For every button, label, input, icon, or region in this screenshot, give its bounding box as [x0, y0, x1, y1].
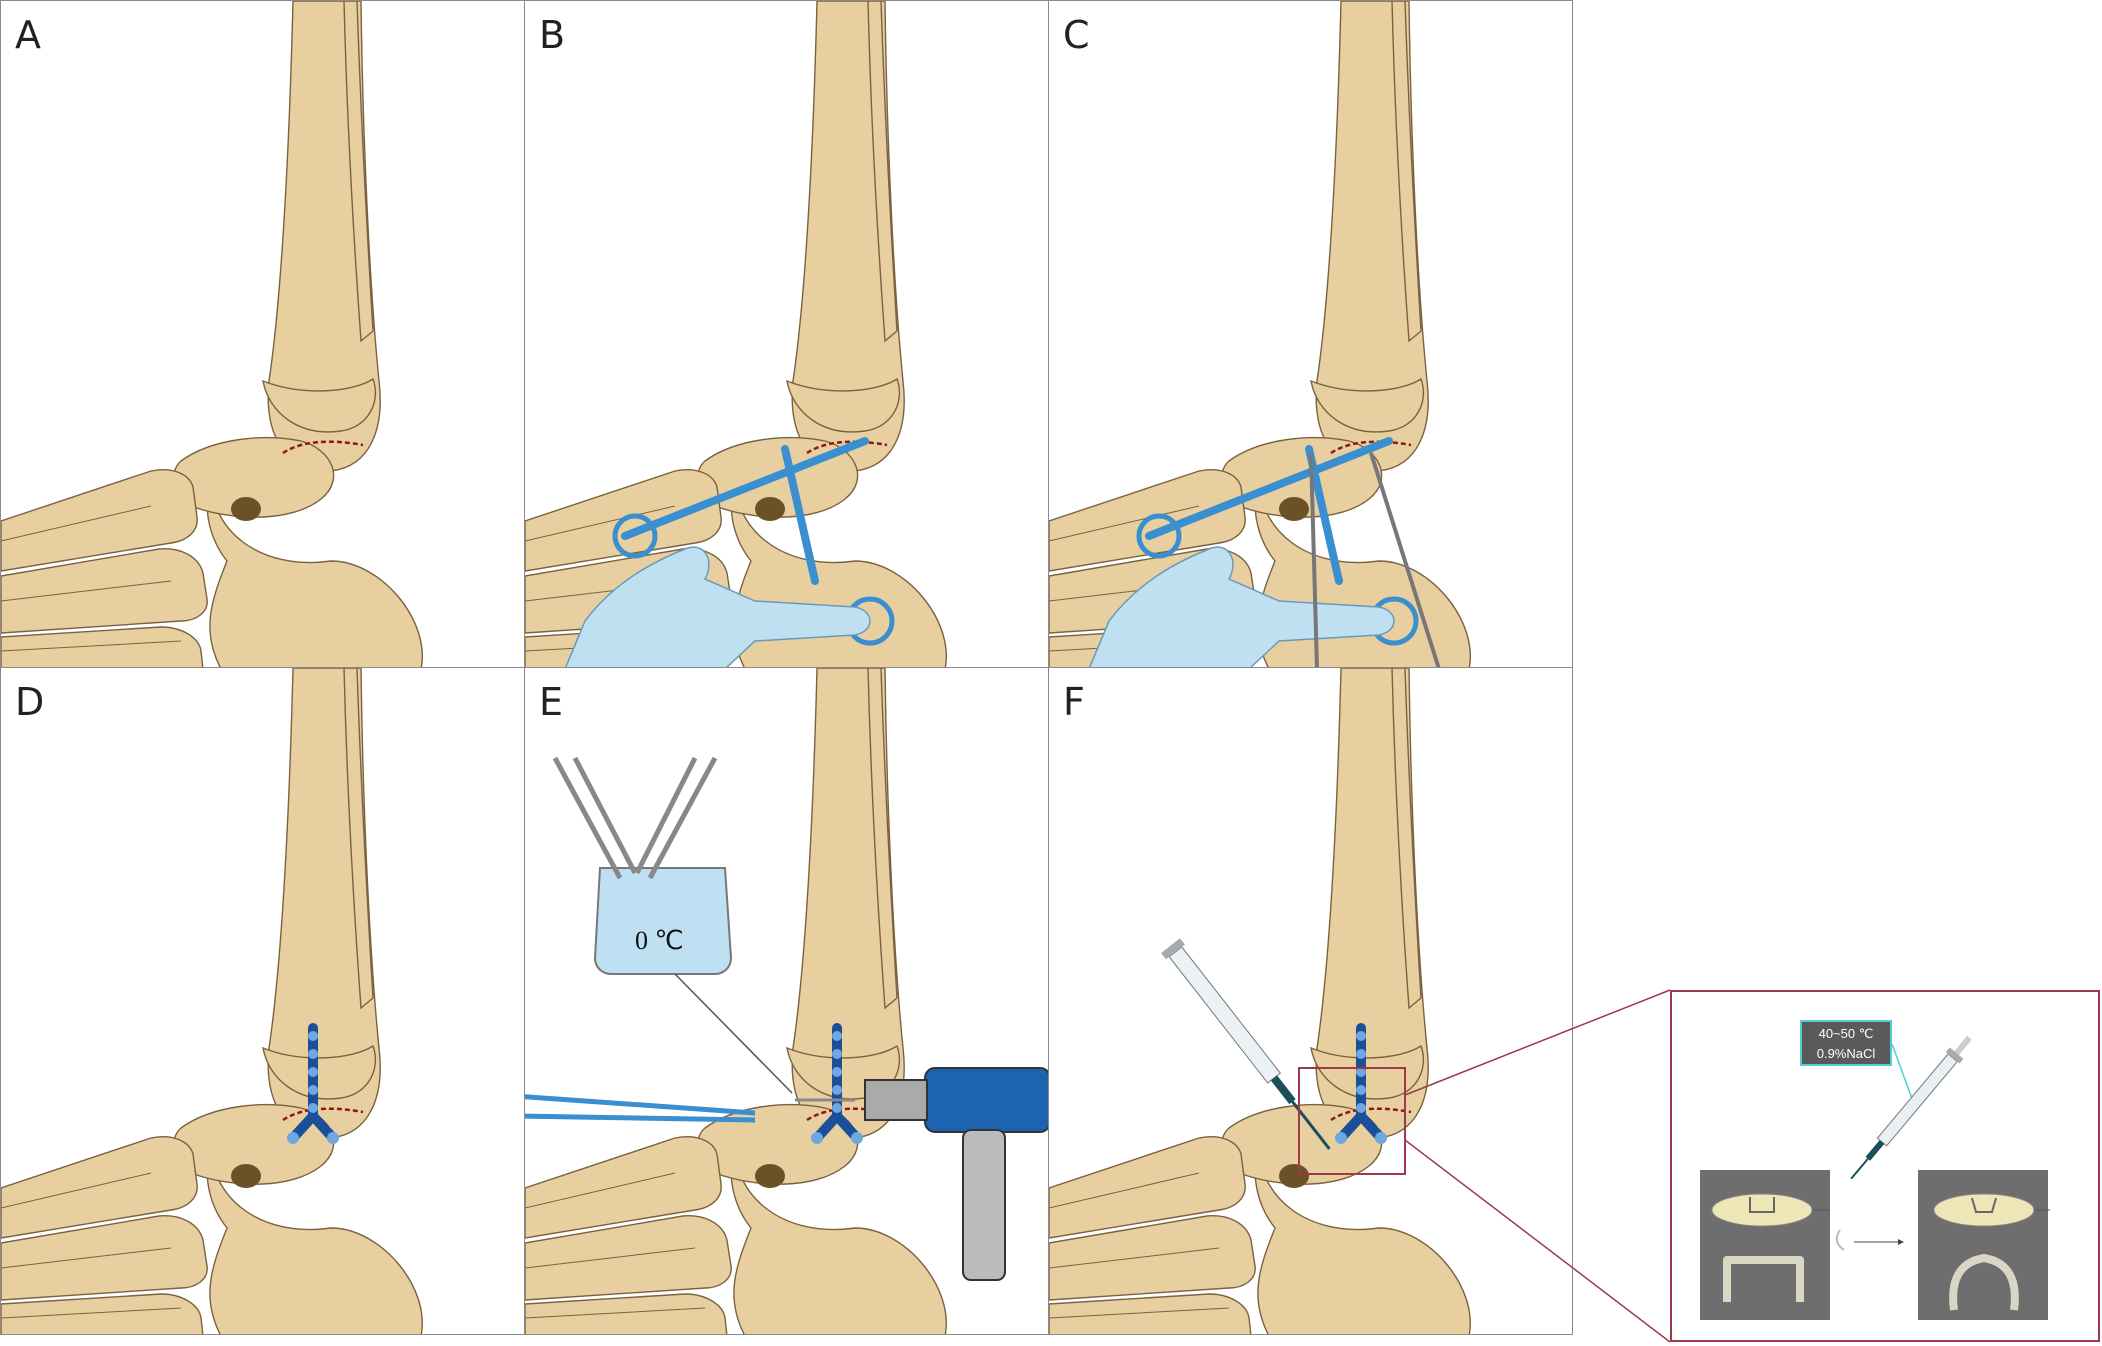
panel-a: A [0, 0, 525, 668]
lateral-malleolus [1310, 377, 1425, 433]
sinus-tarsi [231, 1164, 261, 1188]
inset-drawing [1711, 1035, 2050, 1311]
lateral-malleolus [262, 1044, 377, 1100]
bone-plate-implant [287, 1023, 339, 1144]
lower-metatarsals [1, 1293, 204, 1334]
lower-metatarsals [525, 1293, 728, 1334]
panel-e: 0 ℃ E [524, 667, 1049, 1335]
fibula [1391, 1, 1422, 343]
clamp-and-wires-overlay [1089, 437, 1441, 667]
fibula [343, 1, 374, 343]
panel-d: D [0, 667, 525, 1335]
ankle-bones [525, 668, 947, 1334]
fracture-line [282, 440, 364, 455]
fibula [867, 668, 898, 1010]
cooling-forceps-icon [552, 756, 718, 880]
fibula [867, 1, 898, 343]
panel-label-a: A [15, 13, 41, 57]
zoom-highlight-box [1298, 1067, 1406, 1175]
sinus-tarsi [1279, 1164, 1309, 1188]
metatarsals [1049, 1136, 1246, 1239]
insertion-overlay [525, 756, 1048, 1281]
gloved-hand [1089, 546, 1395, 667]
saline-temperature: 40~50 ℃ [1818, 1026, 1874, 1041]
midfoot-bones [1049, 1215, 1256, 1301]
panel-f: F [1048, 667, 1573, 1335]
lower-metatarsals [1, 626, 204, 667]
implant-overlay [1335, 1023, 1387, 1144]
sinus-tarsi [755, 497, 785, 521]
fracture-line [1330, 440, 1412, 455]
panel-label-b: B [539, 13, 566, 57]
ankle-bones [1049, 668, 1471, 1334]
fracture-line [806, 440, 888, 455]
calcaneus [206, 470, 423, 667]
drill-icon [795, 1067, 1048, 1281]
lateral-malleolus [262, 377, 377, 433]
insertion-forceps-icon [525, 1094, 756, 1123]
panel-label-e: E [539, 680, 564, 724]
gloved-hand [565, 546, 871, 667]
saline-solution: 0.9%NaCl [1816, 1046, 1876, 1061]
zoom-inset: 40~50 ℃ 0.9%NaCl [1670, 990, 2100, 1342]
sinus-tarsi [755, 1164, 785, 1188]
ice-bath-temperature: 0 ℃ [635, 926, 684, 955]
ice-bath-beaker [593, 867, 733, 975]
bone-plate-implant [1335, 1023, 1387, 1144]
metatarsals [1, 1136, 198, 1239]
reduction-clamp [1136, 437, 1419, 646]
ankle-bones [1, 1, 423, 667]
midfoot-bones [1, 548, 208, 634]
panel-label-f: F [1063, 680, 1085, 724]
sinus-tarsi [1279, 497, 1309, 521]
calcaneus [206, 1137, 423, 1334]
saline-label: 40~50 ℃ 0.9%NaCl [1800, 1020, 1892, 1066]
syringe-icon [1161, 938, 1331, 1150]
fibula [343, 668, 374, 1010]
syringe-icon [1850, 1035, 1972, 1180]
kirschner-wires [1309, 452, 1441, 667]
reduction-clamp [612, 437, 895, 646]
implant-overlay [287, 1023, 339, 1144]
calcaneus [730, 1137, 947, 1334]
metatarsals [1, 469, 198, 572]
metatarsals [525, 1136, 722, 1239]
panel-c: C [1048, 0, 1573, 668]
heating-overlay [1161, 938, 1406, 1175]
lateral-malleolus [786, 377, 901, 433]
sinus-tarsi [231, 497, 261, 521]
clamp-overlay [565, 437, 895, 667]
lower-metatarsals [1049, 1293, 1252, 1334]
midfoot-bones [1, 1215, 208, 1301]
midfoot-bones [525, 1215, 732, 1301]
panel-b: B [524, 0, 1049, 668]
panel-label-c: C [1063, 13, 1090, 57]
panel-label-d: D [15, 680, 45, 724]
ankle-bones [1, 668, 423, 1334]
